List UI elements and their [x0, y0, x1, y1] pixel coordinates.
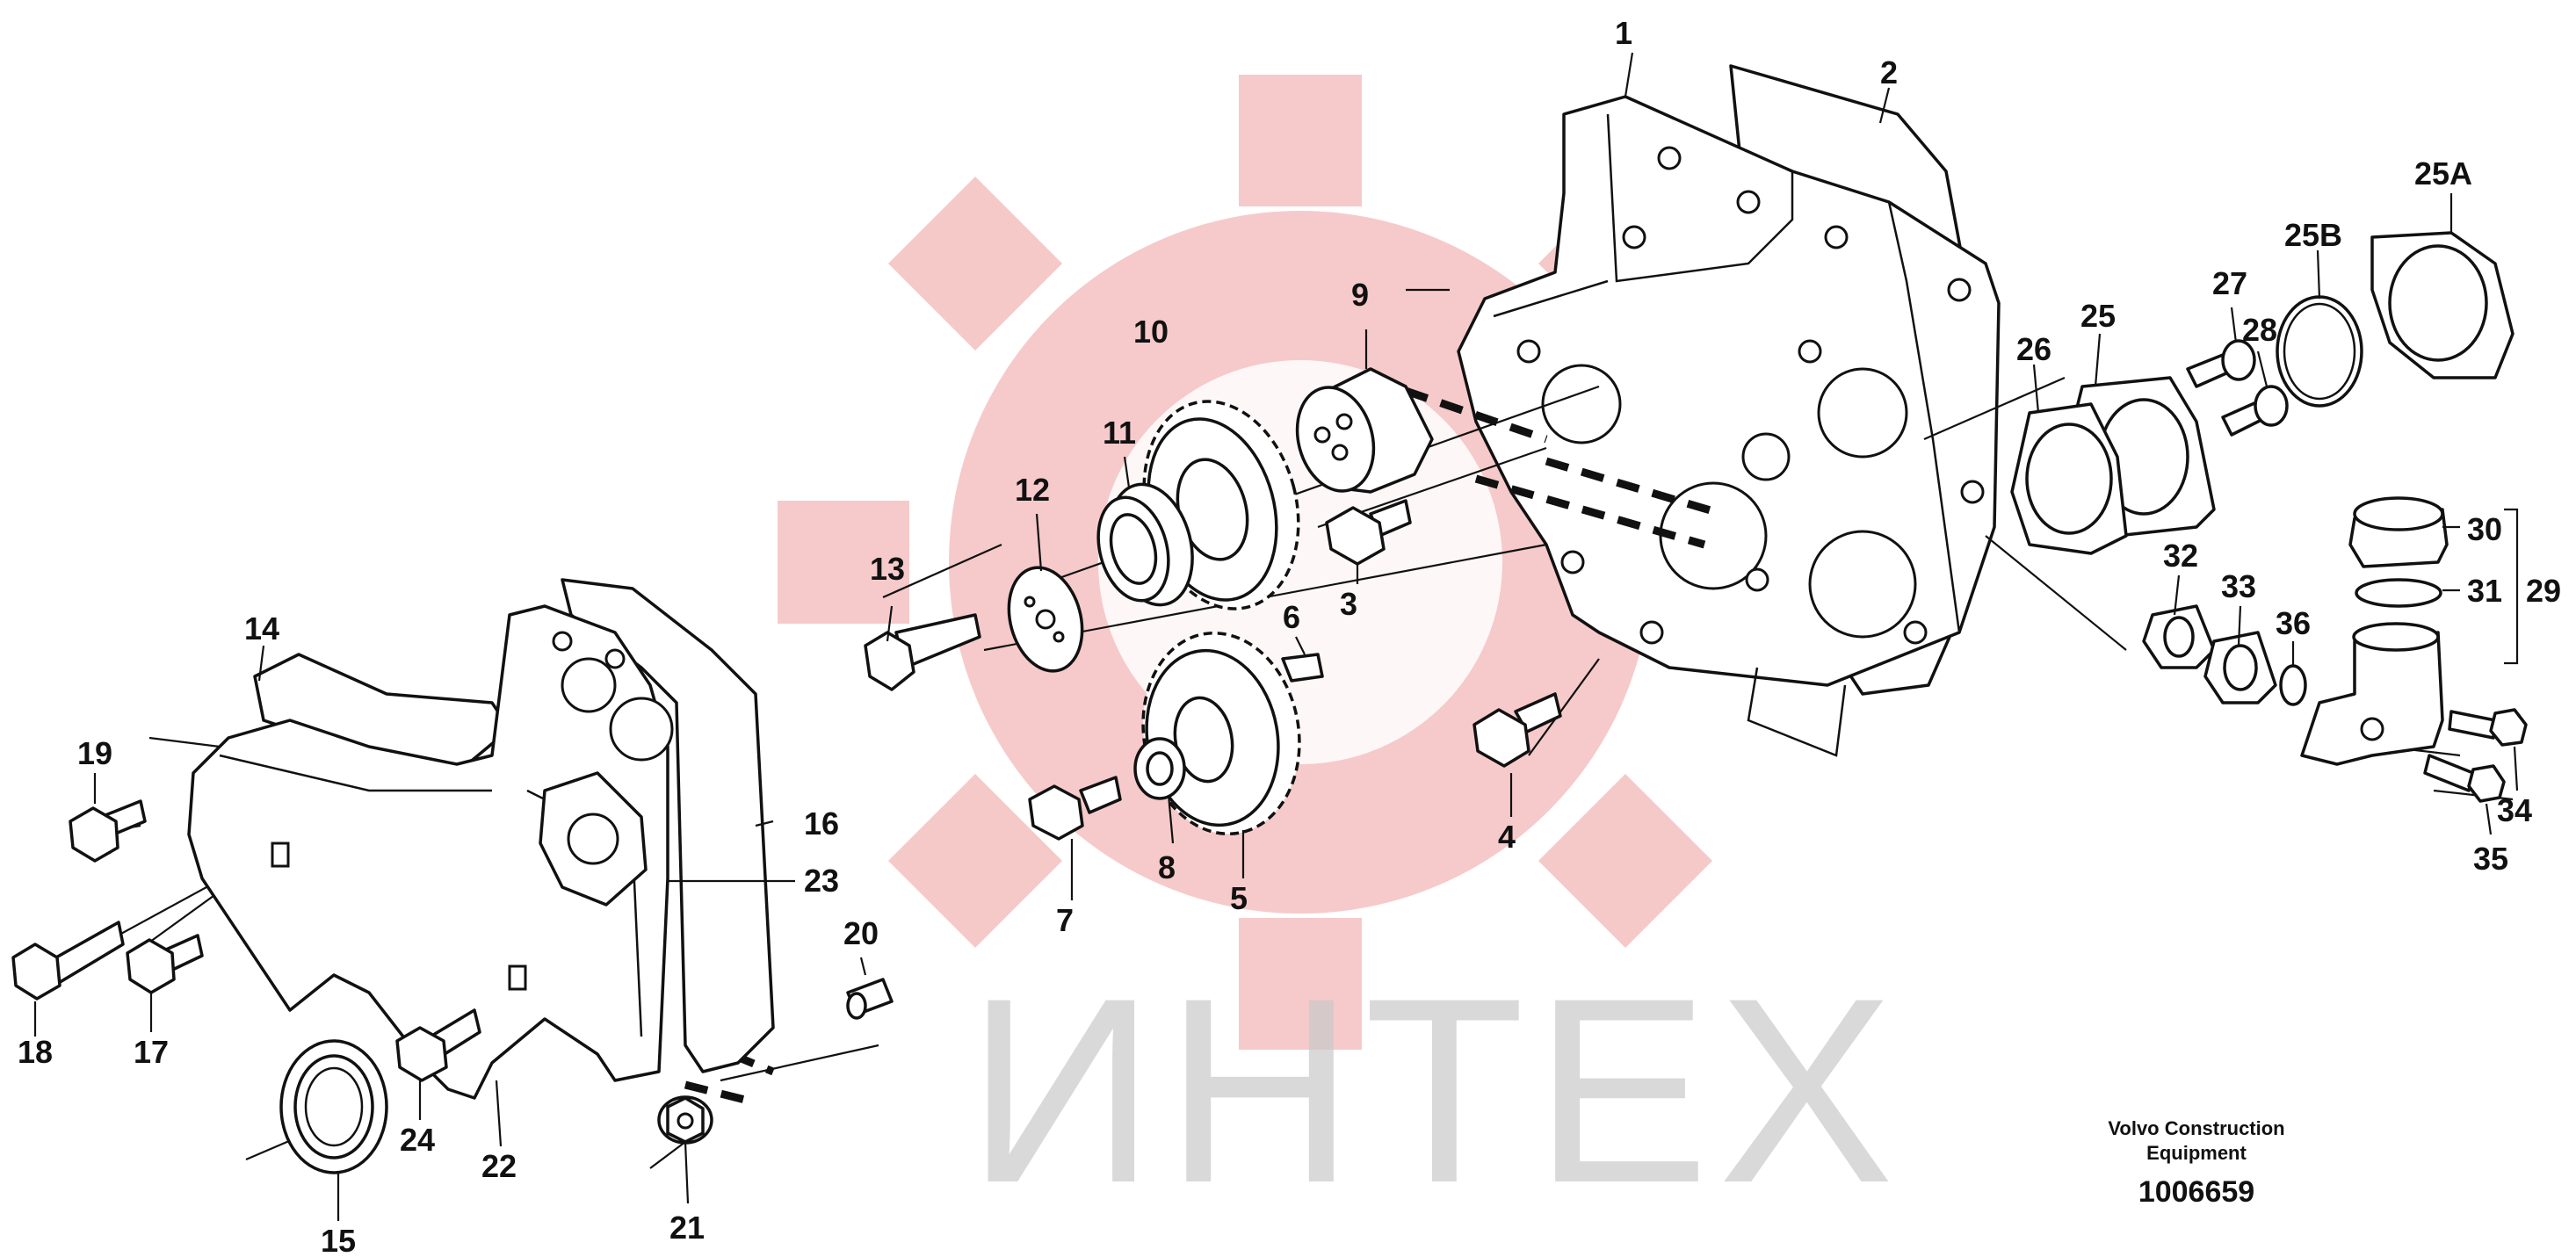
callout-labels: 1 2 3 4 5 6 7 8 9 10 11 12 13 14 15 16 1…	[18, 15, 2561, 1257]
part-17-bolt	[126, 934, 204, 994]
callout-25: 25	[2080, 298, 2116, 334]
callout-14: 14	[244, 610, 279, 647]
part-6-key	[1281, 653, 1324, 683]
footer-block: Volvo Construction Equipment 1006659	[2108, 1117, 2284, 1209]
callout-15: 15	[321, 1223, 356, 1257]
part-25a-cover-plate	[2370, 231, 2514, 379]
callout-1: 1	[1615, 15, 1632, 51]
callout-2: 2	[1880, 54, 1898, 90]
callout-4: 4	[1498, 819, 1516, 855]
part-11-bushing	[1096, 482, 1194, 607]
callout-16: 16	[804, 805, 839, 842]
part-8-spacer	[1133, 737, 1186, 800]
part-13-bolt	[864, 613, 981, 691]
part-33-adapter	[2203, 631, 2277, 704]
callout-29: 29	[2526, 573, 2561, 609]
callout-leaders	[33, 52, 2519, 1221]
callout-18: 18	[18, 1034, 53, 1070]
part-22-front-cover	[187, 604, 674, 1100]
callout-9: 9	[1351, 277, 1369, 313]
callout-17: 17	[134, 1034, 169, 1070]
callout-25a: 25A	[2414, 155, 2472, 191]
part-4-bolt	[1473, 692, 1562, 768]
part-32-gasket	[2142, 604, 2216, 669]
callout-5: 5	[1230, 880, 1248, 916]
watermark-text: ИНТЕХ	[966, 943, 1903, 1238]
callout-11: 11	[1103, 415, 1136, 451]
part-21-flange-nut	[657, 1095, 713, 1145]
callout-13: 13	[870, 551, 905, 587]
part-12-thrust-washer	[1007, 566, 1084, 673]
footer-drawing-number: 1006659	[2138, 1175, 2254, 1209]
callout-34: 34	[2497, 792, 2532, 828]
callout-12: 12	[1015, 472, 1050, 508]
footer-company-line2: Equipment	[2146, 1142, 2247, 1164]
callout-3: 3	[1340, 586, 1357, 622]
part-filler-tube	[2300, 622, 2444, 766]
callout-25b: 25B	[2284, 217, 2342, 253]
part-15-oil-seal	[279, 1039, 388, 1174]
part-36-o-ring	[2279, 664, 2307, 706]
callout-35: 35	[2473, 841, 2508, 877]
part-28-bolt	[2221, 385, 2289, 437]
part-27-bolt	[2186, 339, 2256, 388]
callout-31: 31	[2467, 573, 2502, 609]
callout-28: 28	[2242, 312, 2277, 348]
callout-20: 20	[843, 915, 879, 951]
callout-23: 23	[804, 863, 839, 899]
callout-27: 27	[2212, 265, 2247, 301]
part-7-bolt	[1028, 776, 1122, 841]
callout-7: 7	[1056, 902, 1074, 938]
callout-33: 33	[2221, 568, 2256, 604]
part-20-stud	[846, 978, 894, 1020]
bracket-29	[2504, 508, 2519, 665]
callout-19: 19	[77, 735, 112, 771]
part-1-timing-housing	[1457, 95, 2001, 757]
callout-6: 6	[1283, 599, 1300, 635]
part-35-bolt	[2423, 754, 2506, 803]
callout-21: 21	[669, 1210, 705, 1246]
part-3-bolt	[1325, 499, 1412, 566]
part-25b-o-ring	[2276, 295, 2363, 408]
part-24-bolt	[395, 1008, 481, 1082]
callout-26: 26	[2016, 331, 2051, 367]
callout-10: 10	[1133, 314, 1169, 350]
callout-36: 36	[2276, 605, 2311, 641]
part-19-bolt	[69, 799, 147, 863]
part-30-filler-cap	[2348, 496, 2449, 568]
callout-30: 30	[2467, 511, 2502, 547]
callout-22: 22	[481, 1148, 517, 1184]
part-26-gasket	[2010, 402, 2128, 555]
part-18-long-bolt	[11, 921, 125, 1001]
part-9-idler-shaft	[1295, 367, 1434, 494]
callout-32: 32	[2163, 538, 2198, 574]
callout-8: 8	[1158, 849, 1176, 885]
callout-24: 24	[400, 1122, 435, 1158]
part-34-bolt	[2448, 708, 2528, 747]
part-31-seal-ring	[2355, 578, 2442, 608]
footer-company-line1: Volvo Construction	[2108, 1117, 2284, 1139]
